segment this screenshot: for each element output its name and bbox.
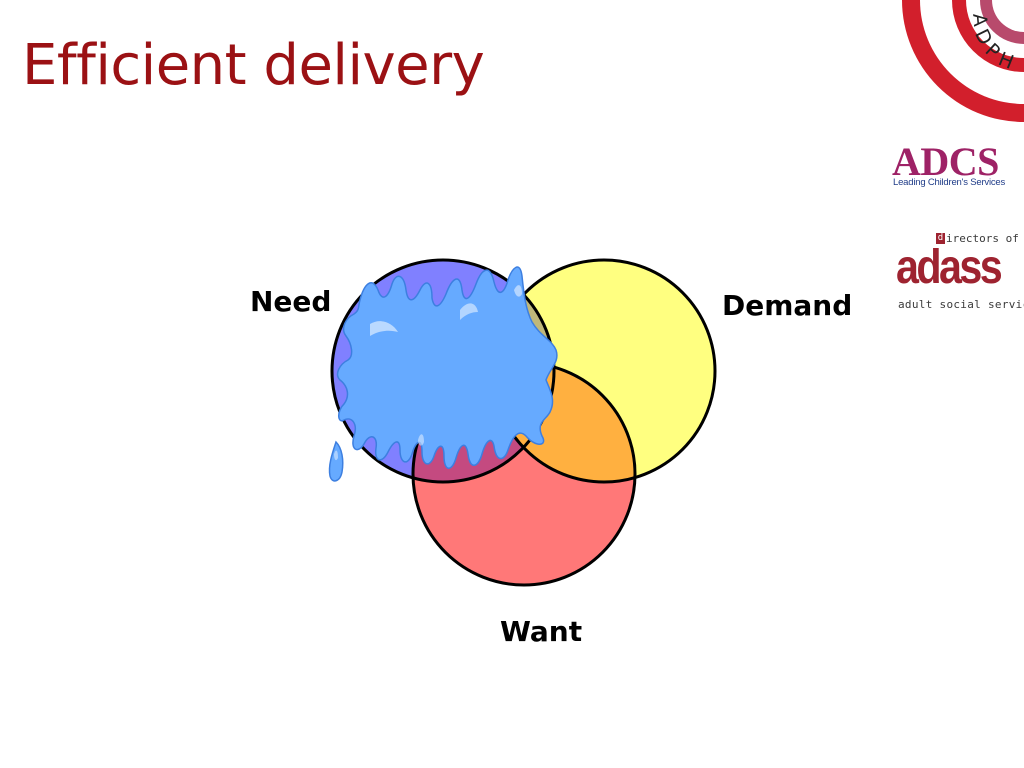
adass-logo-header-text: irectors of [946,232,1019,245]
adass-logo-name: adass [896,241,1003,294]
adcs-logo-tagline: Leading Children's Services [893,177,1006,188]
paint-splash [328,266,558,482]
adcs-logo: ADCS Leading Children's Services [892,140,1012,196]
adcs-logo-name: ADCS [892,139,999,184]
slide-title: Efficient delivery [22,33,485,98]
venn-label-want: Want [500,615,583,648]
venn-outline-need [330,258,556,484]
venn-label-demand: Demand [722,289,853,322]
venn-label-need: Need [250,285,332,318]
adph-letter-a: A [968,13,991,34]
adph-ring-center [992,0,1024,32]
adass-logo-initial: d [936,233,945,244]
adph-letter-d: D [970,26,999,54]
venn-diagram [328,258,717,587]
adass-logo-tagline: adult social services [898,298,1024,311]
